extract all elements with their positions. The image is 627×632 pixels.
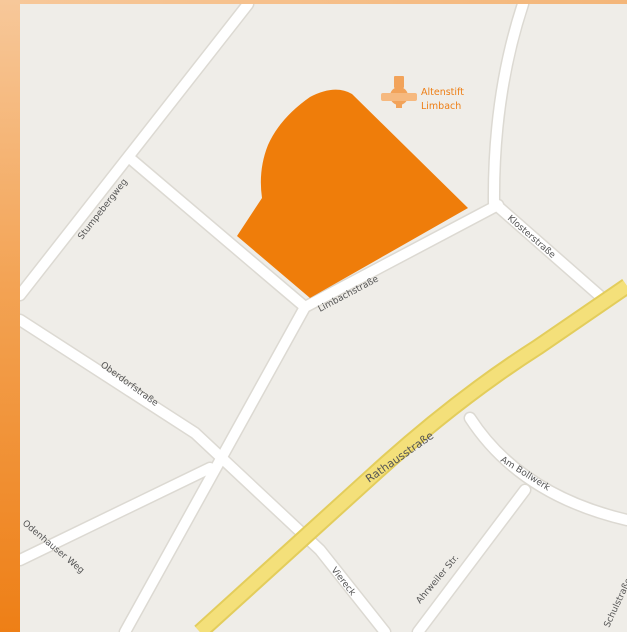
road-ahrweiler-str <box>413 485 530 632</box>
altenstift-building[interactable] <box>237 89 468 298</box>
street-map[interactable]: Altenstift Limbach Stumpebergweg Limbach… <box>20 4 627 632</box>
poi-name-line2: Limbach <box>421 101 461 112</box>
road-south-diagonal <box>120 302 310 632</box>
road-oberdorfstrasse <box>20 315 390 632</box>
road-stumpeberweg <box>20 4 253 300</box>
road-rathausstrasse <box>195 280 627 632</box>
minor-roads <box>20 4 627 632</box>
top-accent-bar <box>0 0 627 4</box>
altenstift-logo-icon <box>381 76 417 108</box>
road-odenhauser-weg <box>20 463 215 565</box>
left-accent-bar <box>0 0 20 632</box>
road-am-bollwerk <box>465 413 627 525</box>
road-klosterstrasse <box>488 4 605 301</box>
road-limbachstrasse <box>300 200 503 312</box>
road-connector-west <box>127 155 310 312</box>
poi-name-line1: Altenstift <box>421 87 464 98</box>
